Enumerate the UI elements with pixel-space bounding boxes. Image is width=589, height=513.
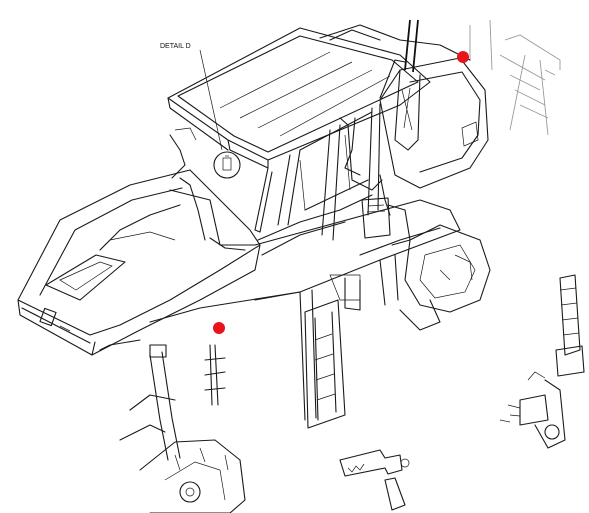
front-axle — [99, 339, 181, 461]
hood — [17, 169, 261, 356]
mount-bracket — [204, 344, 226, 406]
background-scaffold — [469, 19, 561, 136]
hydraulic-cylinder — [499, 274, 585, 449]
exhaust-pipe — [379, 19, 421, 151]
cab-frame — [254, 103, 381, 241]
rear-wheel — [399, 224, 491, 331]
front-wheel — [139, 439, 246, 513]
cab-roof — [167, 27, 431, 169]
red-marker-front — [213, 322, 225, 334]
wiring-harness — [99, 117, 441, 256]
detail-d-callout: DETAIL D — [160, 43, 241, 179]
chassis — [149, 199, 461, 421]
front-grille — [21, 307, 91, 344]
detail-circle — [213, 151, 241, 179]
detail-d-label: DETAIL D — [160, 43, 191, 50]
rear-housing — [319, 24, 489, 189]
battery-box — [361, 197, 411, 246]
step-ladder — [304, 299, 346, 429]
red-marker-top — [457, 51, 469, 63]
key-icon — [339, 449, 410, 511]
